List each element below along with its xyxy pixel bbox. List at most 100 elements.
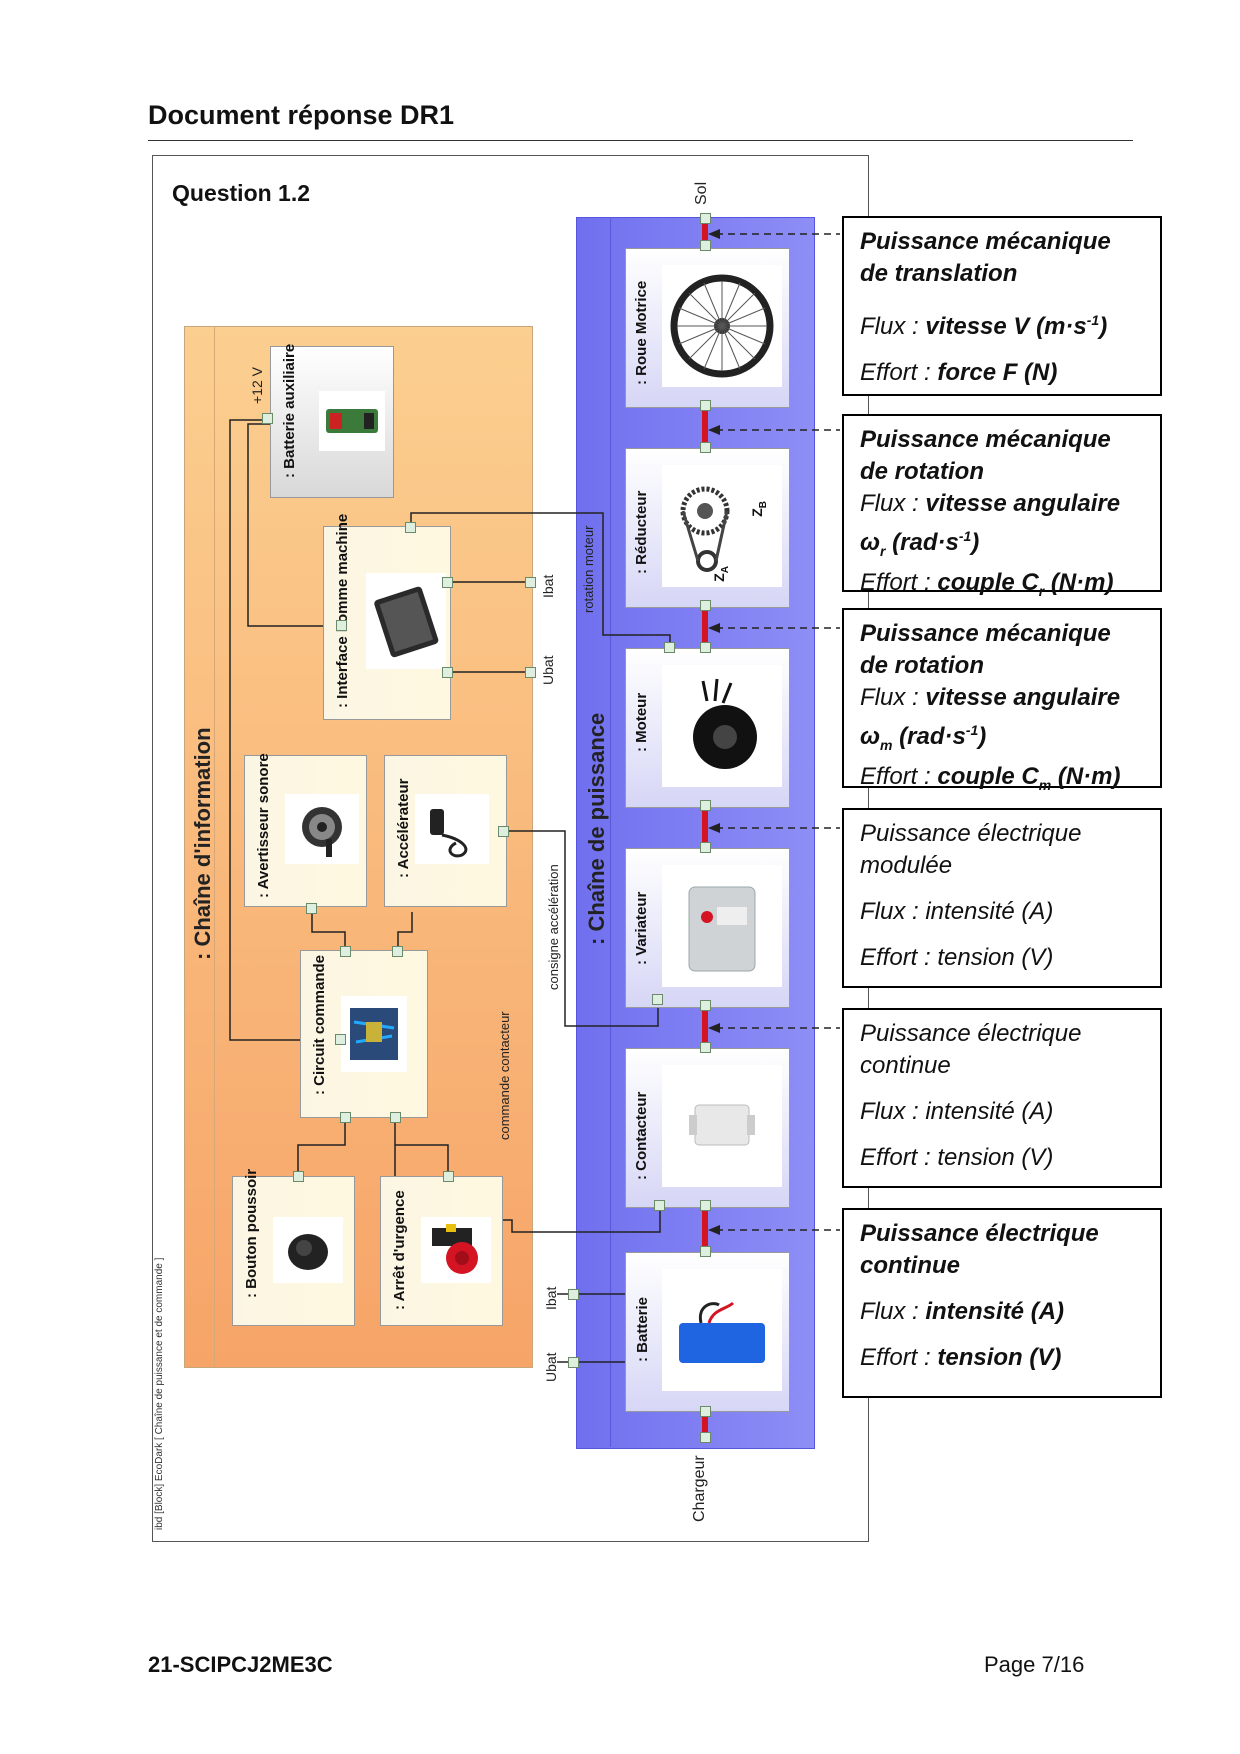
zb-mark: ZB [749,501,769,517]
page-title: Document réponse DR1 [148,100,455,130]
reducer-label: : Réducteur [633,490,650,574]
emergency-stop-label: : Arrêt d'urgence [391,1190,408,1310]
port-battery-bottom [700,1406,711,1417]
power-chain-area [576,217,815,1449]
port-variator-consigne [652,994,663,1005]
port-motor-bottom [700,800,711,811]
box5-title: Puissance électrique continue [860,1020,1082,1079]
wire-circuit-stop [395,1144,449,1176]
box3-title: Puissance mécanique de rotation [860,620,1111,679]
block-variator [625,848,790,1008]
port-ubat-in [525,667,536,678]
block-buzzer [244,755,367,907]
box1-title: Puissance mécanique de translation [860,228,1111,287]
control-circuit-image [341,996,407,1072]
block-reducer: ZA ZB [625,448,790,608]
port-hmi-top [405,522,416,533]
box5-effort: Effort : tension (V) [860,1144,1054,1171]
box1-flux: Flux : vitesse V (m·s-1) [860,312,1108,340]
hmi-image [366,573,446,669]
box2-title: Puissance mécanique de rotation [860,426,1111,485]
port-buzzer [306,903,317,914]
port-contactor-top [700,1042,711,1053]
signal-consigne-acceleration: consigne accélération [546,864,561,990]
variator-label: : Variateur [633,891,650,965]
power-box-electric-modulated: Puissance électrique modulée Flux : inte… [842,808,1162,988]
port-circuit-top-left [340,946,351,957]
info-chain-stripe [214,326,215,1366]
port-circuit-top-right [392,946,403,957]
block-aux-battery [270,346,394,498]
battery-label: : Batterie [634,1296,651,1362]
signal-chargeur: Chargeur [691,1455,708,1522]
reducer-image [662,465,782,587]
wire-12v-hmi [247,423,341,627]
contactor-label: : Contacteur [633,1091,650,1180]
box3-effort: Effort : couple Cm (N·m) [860,762,1121,793]
wire-circuit-accel [397,912,413,950]
block-push-button [232,1176,355,1326]
question-label: Question 1.2 [172,180,311,206]
drive-wheel-label: : Roue Motrice [633,280,650,385]
signal-ubat-hmi: Ubat [540,655,556,685]
flow-sol [702,222,708,244]
battery-image [662,1269,782,1391]
port-circuit-bottom-left [340,1112,351,1123]
box2-effort: Effort : couple Cr (N·m) [860,568,1114,599]
power-box-electric-continuous-battery: Puissance électrique continue Flux : int… [842,1208,1162,1398]
flow-variator-contactor [702,1008,708,1048]
port-circuit-bottom-right [390,1112,401,1123]
port-reducer-top [700,442,711,453]
block-accelerator [384,755,507,907]
power-box-rotation-m: Puissance mécanique de rotation Flux : v… [842,608,1162,793]
box2-flux-line2: ωr (rad·s-1) [860,528,980,559]
accelerator-label: : Accélérateur [395,778,412,879]
aux-battery-image [319,391,385,451]
motor-label: : Moteur [633,692,650,752]
box5-flux: Flux : intensité (A) [860,1098,1054,1125]
control-circuit-label: : Circuit commande [311,954,328,1095]
port-hmi-12v [336,620,347,631]
wheel-image [662,265,782,387]
box2-flux: Flux : vitesse angulaire [860,490,1121,517]
box1-effort: Effort : force F (N) [860,359,1058,386]
port-motor-rotation [664,642,675,653]
flow-reducer-motor [702,608,708,648]
block-emergency-stop [380,1176,503,1326]
port-wheel-bottom [700,400,711,411]
power-chain-stripe [610,217,611,1447]
port-ubat-battery [568,1357,579,1368]
power-box-rotation-r: Puissance mécanique de rotation Flux : v… [842,414,1162,599]
variator-image [662,865,782,987]
flow-contactor-battery [702,1208,708,1252]
block-hmi [323,526,451,720]
port-ibat-battery [568,1289,579,1300]
title-rule [148,140,1133,141]
port-circuit-left [335,1034,346,1045]
port-contactor-command [654,1200,665,1211]
motor-image [662,665,782,787]
contactor-image [662,1065,782,1187]
power-box-translation: Puissance mécanique de translation Flux … [842,216,1162,396]
signal-ibat-battery: Ibat [543,1286,559,1310]
flow-wheel-reducer [702,408,708,448]
block-drive-wheel [625,248,790,408]
footer-code: 21-SCIPCJ2ME3C [148,1652,333,1677]
port-hmi-ubat [442,667,453,678]
power-box-electric-continuous: Puissance électrique continue Flux : int… [842,1008,1162,1188]
signal-12v: +12 V [249,367,265,404]
port-wheel-top [700,240,711,251]
port-variator-top [700,842,711,853]
box6-title: Puissance électrique continue [860,1220,1099,1279]
box3-flux: Flux : vitesse angulaire [860,684,1121,711]
aux-battery-label: : Batterie auxiliaire [281,343,298,478]
wire-consigne-acceleration [508,830,659,1027]
hmi-label: : Interface homme machine [334,513,351,708]
footer-page: Page 7/16 [984,1652,1085,1677]
buzzer-label: : Avertisseur sonore [255,753,272,898]
port-hmi-ibat [442,577,453,588]
port-reducer-bottom [700,600,711,611]
signal-rotation-moteur: rotation moteur [581,525,596,613]
port-battery-top [700,1246,711,1257]
